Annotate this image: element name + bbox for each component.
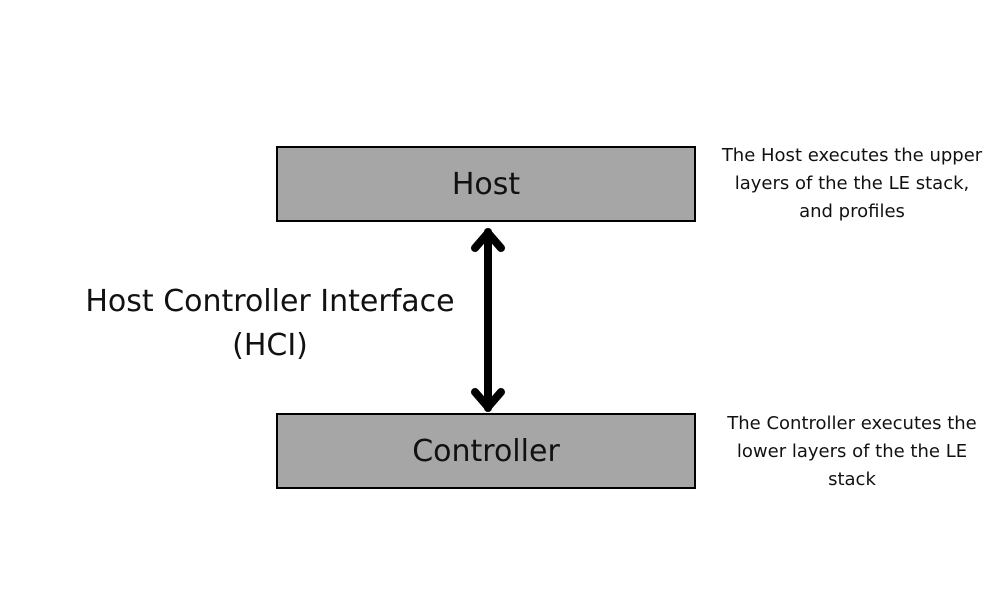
arrow-head-up — [471, 229, 505, 252]
controller-description-line1: The Controller executes the — [727, 413, 977, 434]
host-description-line1: The Host executes the upper — [721, 145, 983, 166]
host-description-line2: layers of the the LE stack, — [734, 173, 970, 194]
host-description: The Host executes the upper layers of th… — [706, 142, 998, 226]
controller-description: The Controller executes the lower layers… — [706, 410, 998, 494]
controller-description-line3: stack — [828, 469, 876, 490]
controller-box: Controller — [276, 413, 696, 489]
host-description-line3: and profiles — [799, 201, 905, 222]
arrow-head-down — [471, 388, 505, 411]
host-box: Host — [276, 146, 696, 222]
controller-description-line2: lower layers of the the LE — [736, 441, 968, 462]
hci-label-line1: Host Controller Interface — [85, 284, 455, 319]
hci-label-line2: (HCI) — [232, 328, 308, 363]
host-label: Host — [451, 166, 521, 202]
hci-label: Host Controller Interface (HCI) — [60, 280, 480, 368]
controller-label: Controller — [412, 433, 560, 469]
hci-double-arrow — [471, 228, 505, 412]
